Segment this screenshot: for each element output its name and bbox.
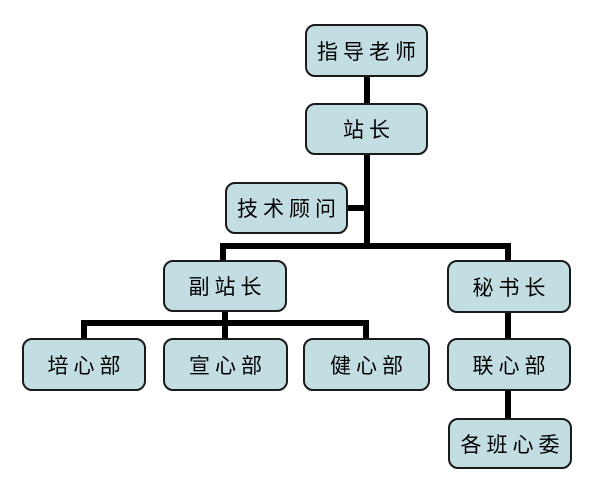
node-label: 培心部 — [47, 353, 126, 378]
connector-chief-trunk — [364, 153, 370, 249]
node-label: 各班心委 — [460, 432, 565, 457]
node-dept-xuanxin: 宣心部 — [163, 338, 288, 391]
connector-advisor-to-chief — [364, 75, 370, 105]
connector-to-jianxin — [363, 320, 369, 340]
connector-lianxin-to-committee — [505, 389, 511, 420]
node-dept-jianxin: 健心部 — [303, 338, 430, 391]
node-label: 宣心部 — [189, 353, 267, 378]
node-advisor-teacher: 指导老师 — [305, 24, 428, 77]
connector-deputy-trunk — [222, 310, 228, 326]
node-class-committee: 各班心委 — [448, 418, 572, 469]
connector-main-horizontal — [220, 243, 511, 249]
node-deputy-station-chief: 副站长 — [163, 260, 287, 312]
node-label: 站长 — [343, 118, 395, 142]
connector-to-xuanxin — [222, 320, 228, 340]
connector-to-deputy-top — [220, 243, 226, 262]
node-label: 联心部 — [472, 353, 551, 378]
node-technical-consultant: 技术顾问 — [225, 182, 348, 234]
node-secretary-general: 秘书长 — [447, 260, 571, 313]
connector-to-secretary-top — [505, 243, 511, 262]
node-station-chief: 站长 — [305, 103, 428, 155]
node-label: 副站长 — [188, 275, 267, 299]
node-label: 指导老师 — [317, 39, 421, 64]
node-dept-lianxin: 联心部 — [447, 338, 571, 391]
node-label: 技术顾问 — [237, 197, 341, 221]
node-label: 秘书长 — [472, 275, 551, 300]
connector-tech-consultant-stub — [346, 205, 368, 211]
node-dept-peixin: 培心部 — [22, 338, 146, 391]
connector-to-peixin — [81, 320, 87, 340]
connector-secretary-to-lianxin — [505, 311, 511, 340]
node-label: 健心部 — [330, 353, 408, 378]
